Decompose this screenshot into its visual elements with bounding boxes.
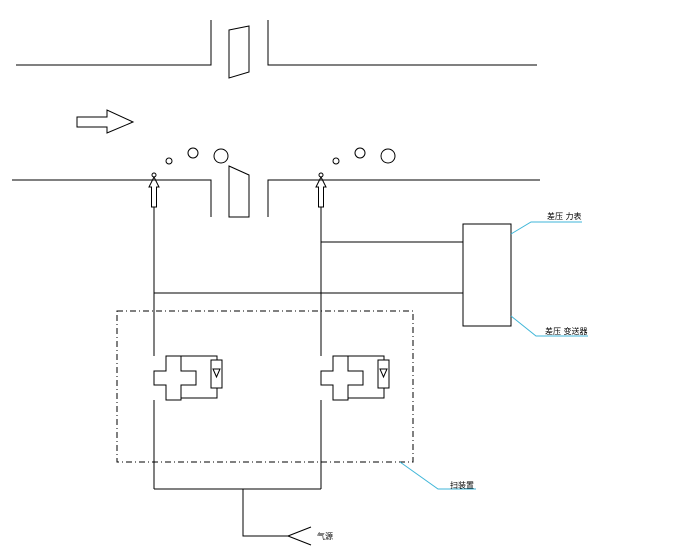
air-source-label: 气源 [317, 531, 333, 541]
air-supply-lines [154, 488, 321, 546]
left-purge-assembly [153, 355, 223, 489]
flow-bubbles [165, 147, 396, 165]
right-rotameter [377, 359, 390, 389]
orifice-plate-lower [228, 165, 250, 218]
upstream-tap [148, 172, 160, 208]
orifice-plate-upper [228, 25, 250, 79]
pipe-top-wall [16, 20, 537, 66]
impulse-lines [153, 207, 463, 356]
left-cross-valve [153, 355, 197, 401]
pipe-section [12, 20, 540, 218]
gauge-label: 差压 力表 [547, 211, 582, 221]
downstream-tap [315, 172, 327, 208]
pipe-bottom-wall [12, 179, 540, 217]
right-purge-assembly [320, 355, 390, 489]
arrow-right-icon [76, 109, 135, 134]
dp-instrument-box [462, 223, 512, 327]
purge-device-label: 扫装置 [450, 480, 474, 490]
left-rotameter [210, 359, 223, 389]
right-cross-valve [320, 355, 364, 401]
purge-device-enclosure [116, 310, 414, 463]
transmitter-label: 差压 变送器 [545, 326, 588, 336]
leader-lines [399, 221, 588, 490]
